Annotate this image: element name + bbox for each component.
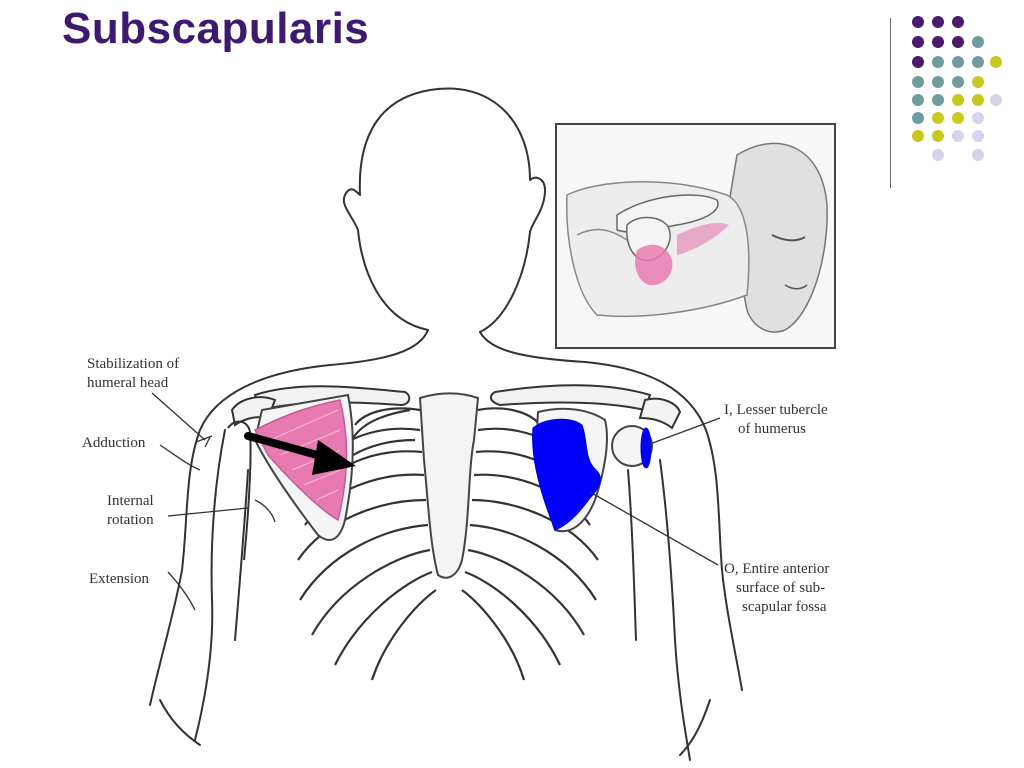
leader-lines <box>151 392 721 611</box>
dot-row-5 <box>912 94 1002 106</box>
inset-figure <box>557 125 834 347</box>
dot-row-2 <box>912 36 984 48</box>
label-internal-rotation: Internal rotation <box>107 493 154 528</box>
arrow-right-icon <box>244 432 356 475</box>
label-extension: Extension <box>89 571 149 587</box>
label-origin-subscapular-fossa: O, Entire anterior surface of sub- scapu… <box>724 561 830 615</box>
slide-title: Subscapularis <box>62 4 370 53</box>
origin-attachment-area <box>532 418 601 531</box>
left-ribcage <box>297 407 437 681</box>
dot-row-6 <box>912 112 984 124</box>
decorative-dot-grid <box>912 16 1002 161</box>
dot-row-1 <box>912 16 964 28</box>
head-outline <box>342 87 546 333</box>
right-shoulder-outline <box>479 331 743 691</box>
insertion-attachment-area <box>640 427 652 469</box>
dot-row-7 <box>912 130 984 142</box>
decorative-divider <box>890 18 891 188</box>
inset-subscapularis-muscle <box>635 244 673 286</box>
sternum <box>418 392 480 579</box>
inset-shoulder-illustration <box>555 123 836 349</box>
dot-row-4 <box>912 76 984 88</box>
left-shoulder-outline <box>149 329 429 706</box>
label-adduction: Adduction <box>82 435 146 451</box>
label-insertion-lesser-tubercle: I, Lesser tubercle of humerus <box>724 402 828 437</box>
dot-row-3 <box>912 56 1002 68</box>
label-stabilization-of-humeral-head: Stabilization of humeral head <box>87 356 180 391</box>
right-clavicle <box>489 384 652 412</box>
dot-row-8 <box>932 149 984 161</box>
